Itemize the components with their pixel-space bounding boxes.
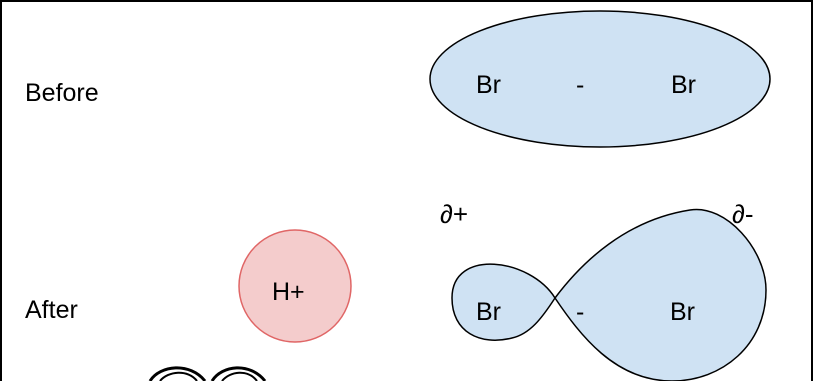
before-bond: - [576,71,584,99]
partial-positive-label: ∂+ [440,199,468,229]
hydrogen-ion [238,229,352,343]
curved-arrow-right-inner-icon [221,371,258,381]
before-electron-cloud [429,10,771,148]
after-left-atom: Br [476,298,501,326]
after-right-atom: Br [670,298,695,326]
before-left-atom: Br [476,71,501,99]
after-label: After [25,296,78,324]
curved-arrow-left-icon [148,366,207,381]
curved-arrow-left-inner-icon [159,371,198,381]
partial-negative-label: ∂- [732,199,754,229]
curved-arrow-right-icon [210,366,267,381]
before-right-atom: Br [671,71,696,99]
after-electron-cloud [451,208,767,381]
after-bond: - [576,298,584,326]
before-label: Before [25,79,99,107]
hydrogen-ion-label: H+ [272,278,305,306]
